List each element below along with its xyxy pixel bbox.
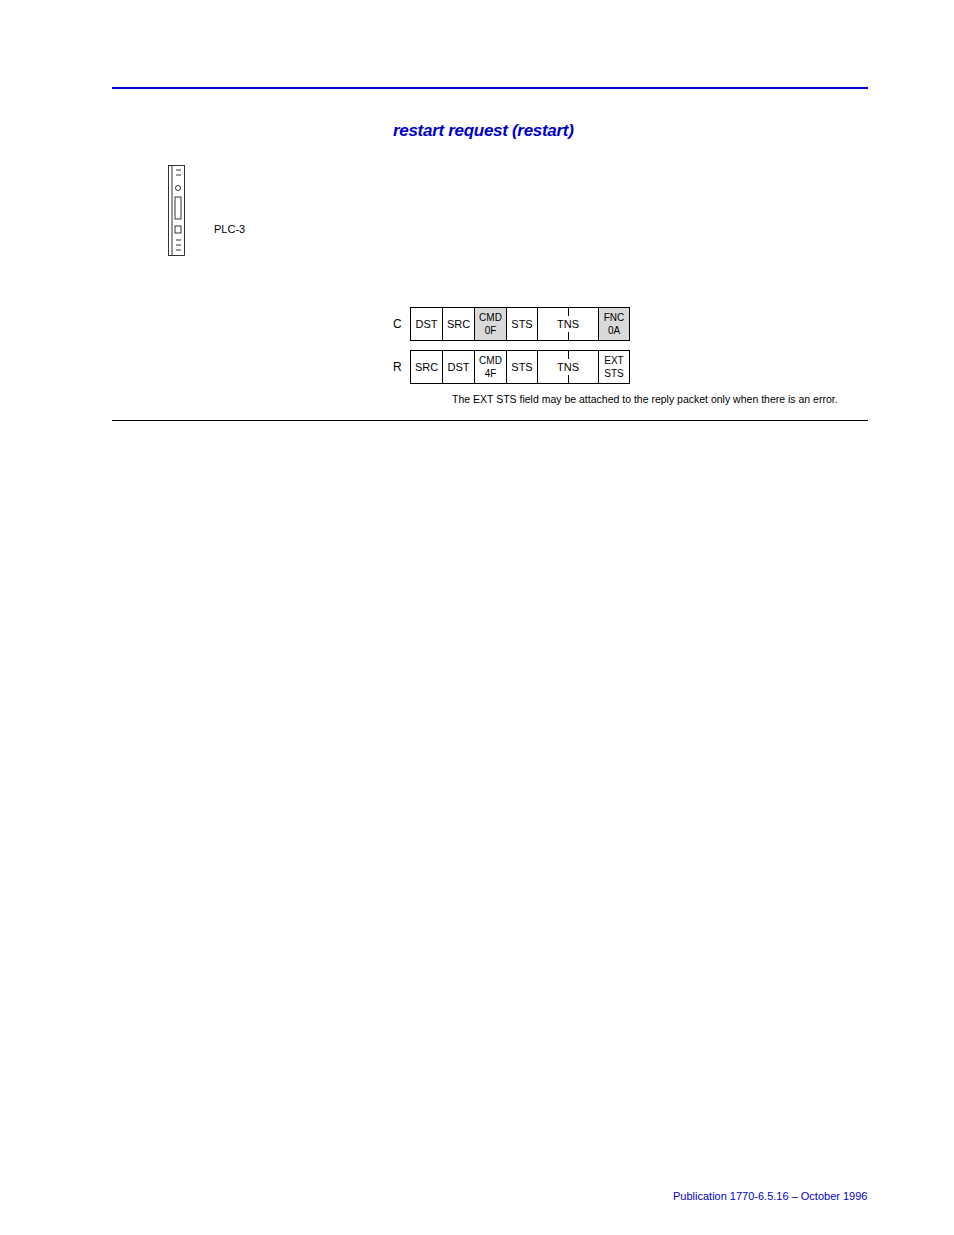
packet-field: STS xyxy=(506,307,538,341)
bottom-rule xyxy=(112,420,868,421)
packet-field: TNS xyxy=(537,350,599,384)
note-text: The EXT STS field may be attached to the… xyxy=(452,393,838,405)
packet-field: CMD 4F xyxy=(474,350,507,384)
field-label: EXT STS xyxy=(599,354,629,380)
packet-field: SRC xyxy=(410,350,443,384)
byte-divider xyxy=(568,332,569,341)
packet-field: FNC 0A xyxy=(598,307,630,341)
byte-divider xyxy=(568,307,569,316)
field-label: DST xyxy=(416,318,438,331)
packet-field: SRC xyxy=(442,307,475,341)
field-label: STS xyxy=(511,318,532,331)
field-label: STS xyxy=(511,361,532,374)
packet-field: TNS xyxy=(537,307,599,341)
device-name: PLC-3 xyxy=(214,223,245,235)
packet-field: DST xyxy=(442,350,475,384)
field-label: CMD 0F xyxy=(475,311,506,337)
top-rule xyxy=(112,87,868,89)
packet-field: DST xyxy=(410,307,443,341)
byte-divider xyxy=(568,375,569,384)
field-label: CMD 4F xyxy=(475,354,506,380)
plc3-icon xyxy=(169,166,185,256)
footer-text: Publication 1770-6.5.16 – October 1996 xyxy=(673,1190,867,1202)
field-label: SRC xyxy=(415,361,438,374)
byte-divider xyxy=(568,350,569,359)
row-label: C xyxy=(393,317,402,331)
packet-field: STS xyxy=(506,350,538,384)
field-label: FNC 0A xyxy=(599,311,629,337)
field-label: DST xyxy=(448,361,470,374)
row-label: R xyxy=(393,360,402,374)
field-label: SRC xyxy=(447,318,470,331)
packet-field: EXT STS xyxy=(598,350,630,384)
page-title: restart request (restart) xyxy=(393,121,574,141)
packet-field: CMD 0F xyxy=(474,307,507,341)
field-label: TNS xyxy=(556,361,580,374)
field-label: TNS xyxy=(556,318,580,331)
